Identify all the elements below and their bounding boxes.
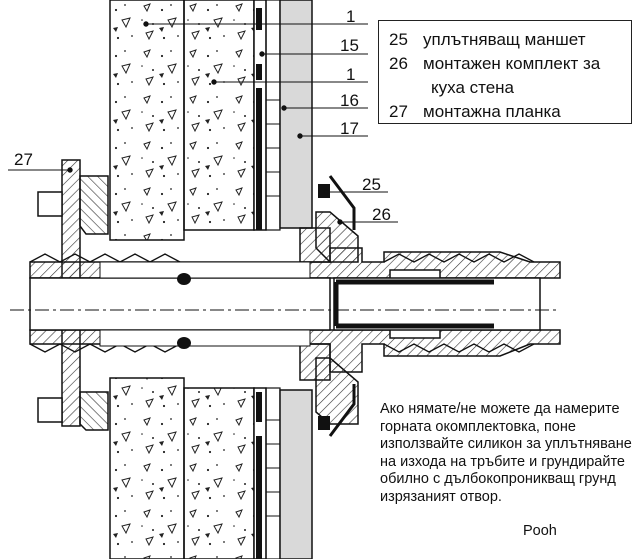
- legend-num: 26: [389, 54, 408, 73]
- callout-15: 15: [340, 36, 359, 55]
- legend-text: монтажна планка: [423, 102, 561, 121]
- leader-lines: [8, 21, 398, 225]
- legend-text: куха стена: [431, 78, 515, 97]
- inner-pipe: [29, 261, 541, 349]
- legend-text: монтажен комплект за: [423, 54, 601, 73]
- legend-item-26: 26 монтажен комплект за: [389, 55, 600, 72]
- sealing-sleeve: [318, 175, 356, 437]
- callout-25: 25: [362, 175, 381, 194]
- legend-text: уплътняващ маншет: [423, 30, 586, 49]
- callout-1-top: 1: [346, 7, 355, 26]
- advice-note: Ако нямате/не можете да намерите горната…: [380, 401, 632, 505]
- callout-1-mid: 1: [346, 65, 355, 84]
- callout-16: 16: [340, 91, 359, 110]
- legend-item-26-cont: куха стена: [431, 79, 514, 96]
- legend-num: 27: [389, 102, 408, 121]
- signature: Pooh: [523, 523, 557, 539]
- legend-item-25: 25 уплътняващ маншет: [389, 31, 585, 48]
- wall-upper: [109, 0, 313, 241]
- wall-lower: [109, 377, 313, 559]
- callout-27: 27: [14, 150, 33, 169]
- callout-17: 17: [340, 119, 359, 138]
- callout-26: 26: [372, 205, 391, 224]
- legend-num: 25: [389, 30, 408, 49]
- legend-item-27: 27 монтажна планка: [389, 103, 561, 120]
- legend-box: 25 уплътняващ маншет 26 монтажен комплект …: [378, 20, 632, 124]
